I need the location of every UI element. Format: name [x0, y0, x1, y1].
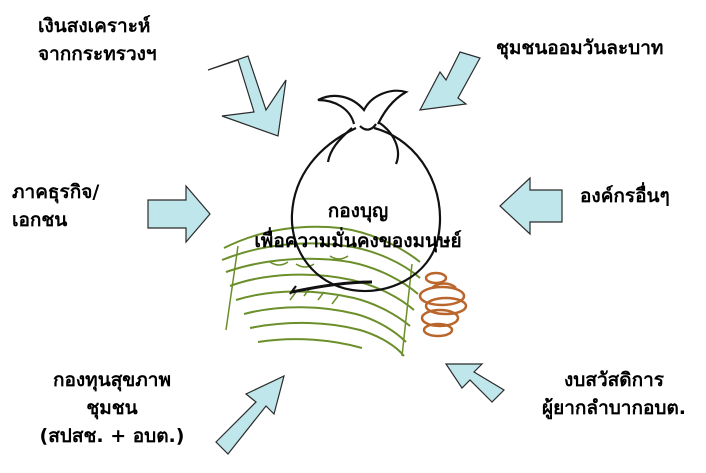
- label-top-right-line1: ชุมชนออมวันละบาท: [496, 37, 664, 59]
- label-bottom-right-line2: ผู้ยากลำบากอบต.: [541, 397, 686, 419]
- arrow-mid-left: [147, 184, 211, 244]
- label-top-right: ชุมชนออมวันละบาท: [496, 34, 663, 62]
- label-bottom-right: งบสวัสดิการ ผู้ยากลำบากอบต.: [524, 366, 704, 422]
- label-mid-left: ภาคธุรกิจ/ เอกชน: [12, 178, 99, 234]
- label-bottom-left-line2: ชุมชน: [86, 397, 138, 419]
- label-top-left-line2: จากกระทรวงฯ: [38, 43, 157, 65]
- label-bottom-left-line1: กองทุนสุขภาพ: [52, 369, 171, 391]
- arrow-bottom-right: [444, 363, 505, 403]
- label-mid-right-line1: องค์กรอื่นๆ: [580, 185, 670, 207]
- center-title-line1: กองบุญ: [327, 200, 389, 222]
- label-bottom-right-line1: งบสวัสดิการ: [564, 369, 664, 391]
- money-bag-illustration: [289, 89, 442, 295]
- arrow-top-left: [207, 55, 287, 137]
- label-mid-left-line1: ภาคธุรกิจ/: [12, 181, 100, 203]
- arrow-top-right: [418, 51, 481, 111]
- coins-illustration: [418, 271, 468, 338]
- center-title-line2: เพื่อความมั่นคงของมนุษย์: [254, 230, 462, 252]
- label-top-left-line1: เงินสงเคราะห์: [38, 15, 151, 37]
- label-mid-left-line2: เอกชน: [12, 209, 68, 231]
- label-top-left: เงินสงเคราะห์ จากกระทรวงฯ: [38, 12, 157, 68]
- arrow-mid-right: [499, 176, 563, 236]
- label-bottom-left: กองทุนสุขภาพ ชุมชน (สปสช. + อบต.): [22, 366, 202, 450]
- arrow-bottom-left: [215, 374, 285, 455]
- label-mid-right: องค์กรอื่นๆ: [580, 182, 670, 210]
- center-title: กองบุญ เพื่อความมั่นคงของมนุษย์: [222, 196, 494, 256]
- label-bottom-left-line3: (สปสช. + อบต.): [39, 425, 185, 447]
- money-stack-illustration: [221, 225, 421, 357]
